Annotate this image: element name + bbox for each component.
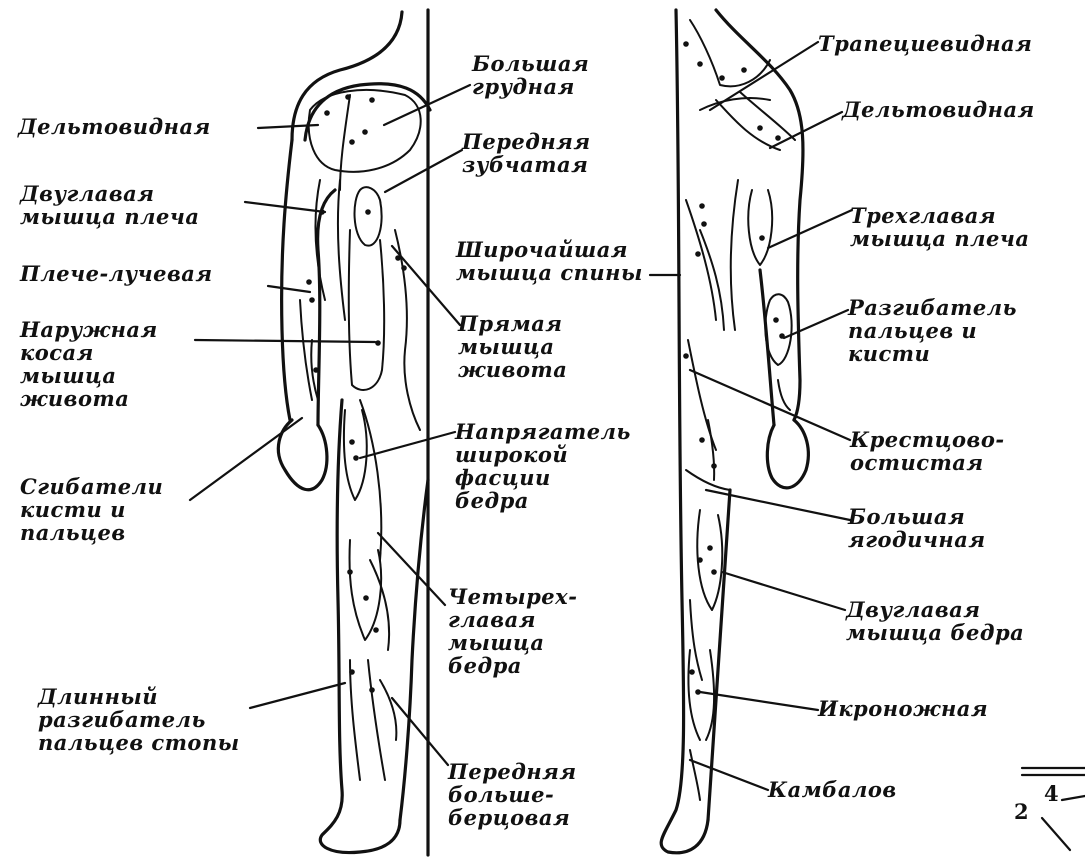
label-deltoid-back: Дельтовидная (842, 98, 1035, 121)
label-biceps: Двуглавая мышца плеча (20, 182, 199, 228)
label-serratus: Передняя зубчатая (462, 130, 591, 176)
label-external-oblique: Наружная косая мышца живота (20, 318, 158, 410)
label-tibialis: Передняя больше- берцовая (448, 760, 577, 829)
label-trapezius: Трапециевидная (818, 32, 1032, 55)
front-figure-dots (306, 94, 407, 693)
back-figure-outline (661, 10, 808, 853)
label-flexors: Сгибатели кисти и пальцев (20, 475, 163, 544)
label-rectus-abdominis: Прямая мышца живота (458, 312, 567, 381)
label-extensor-digitorum: Длинный разгибатель пальцев стопы (38, 685, 240, 754)
label-latissimus: Широчайшая мышца спины (456, 238, 643, 284)
label-sacrospinal: Крестцово- остистая (850, 428, 1005, 474)
label-biceps-femoris: Двуглавая мышца бедра (846, 598, 1024, 644)
label-triceps: Трехглавая мышца плеча (850, 204, 1029, 250)
label-deltoid-front: Дельтовидная (18, 115, 211, 138)
label-quadriceps: Четырех- главая мышца бедра (448, 585, 577, 677)
label-soleus: Камбалов (768, 778, 897, 801)
label-pectoralis: Большая грудная (472, 52, 589, 98)
label-extensors-hand: Разгибатель пальцев и кисти (848, 296, 1017, 365)
corner-number-4: 4 (1044, 782, 1059, 805)
front-figure-muscles (300, 90, 421, 780)
corner-number-2: 2 (1014, 800, 1029, 823)
label-brachioradialis: Плече-лучевая (20, 262, 213, 285)
label-tensor-fasciae: Напрягатель широкой фасции бедра (455, 420, 631, 512)
label-gastrocnemius: Икроножная (818, 697, 988, 720)
label-gluteus: Большая ягодичная (848, 505, 986, 551)
